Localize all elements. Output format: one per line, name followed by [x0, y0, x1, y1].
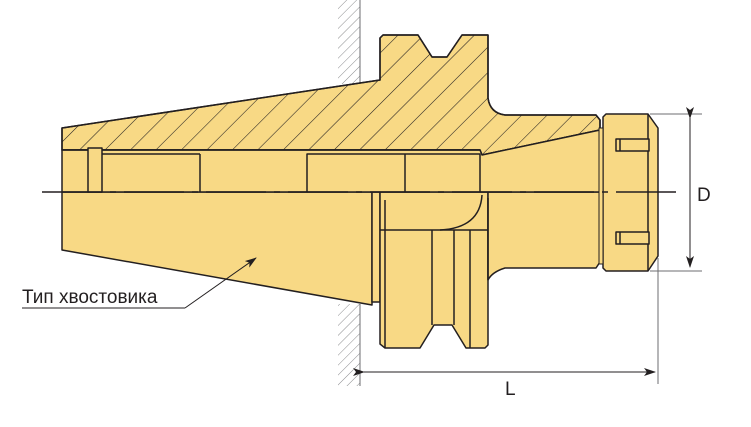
- diameter-label: D: [697, 185, 711, 206]
- tool-holder-body: [61, 34, 659, 349]
- nut-slot-bottom: [615, 231, 650, 245]
- shank-type-leader: [22, 257, 257, 309]
- shank-lower: [487, 191, 601, 281]
- nut-slot-top: [615, 138, 650, 152]
- flange-strip: [371, 191, 381, 303]
- dimension-lines: [353, 107, 702, 384]
- flange-lower: [379, 191, 489, 349]
- length-label: L: [505, 379, 516, 400]
- shank-type-label: Тип хвостовика: [22, 287, 158, 308]
- key-pin: [87, 147, 103, 193]
